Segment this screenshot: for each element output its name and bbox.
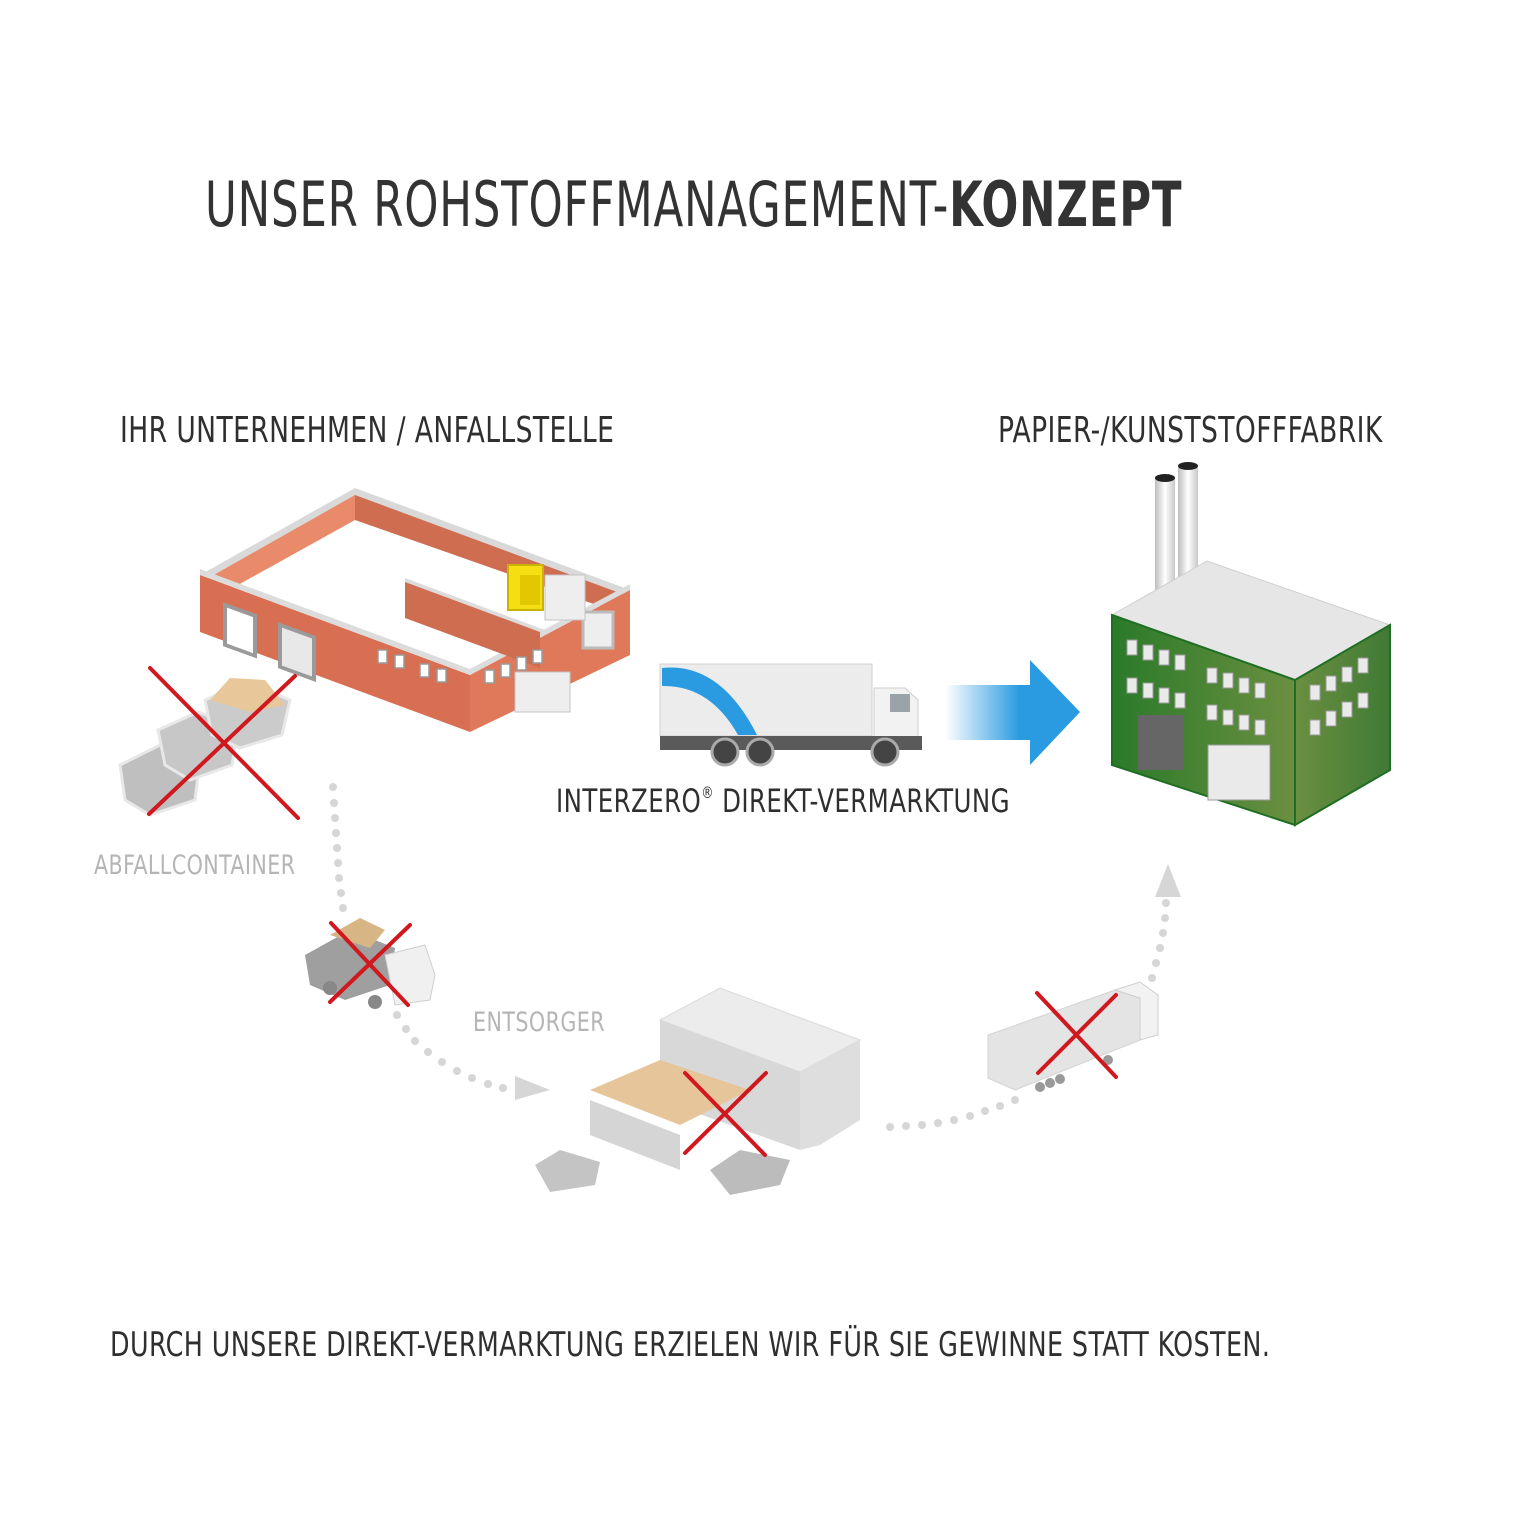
title-light: UNSER ROHSTOFFMANAGEMENT- — [205, 168, 950, 241]
brand-name: INTERZERO — [556, 782, 702, 820]
page-title: UNSER ROHSTOFFMANAGEMENT-KONZEPT — [205, 168, 1182, 241]
company-label: IHR UNTERNEHMEN / ANFALLSTELLE — [120, 410, 615, 451]
cross-icon — [147, 666, 300, 820]
dotted-path-right — [886, 899, 1170, 1131]
arrow-up-icon — [1155, 864, 1181, 897]
cross-icon — [683, 1071, 768, 1157]
registered-mark: ® — [701, 783, 714, 802]
direct-marketing-text: DIREKT-VERMARKTUNG — [713, 782, 1010, 820]
skip-containers-icon — [118, 678, 292, 817]
factory-label: PAPIER-/KUNSTSTOFFFABRIK — [998, 410, 1383, 451]
disposer-label: ENTSORGER — [473, 1007, 606, 1038]
cross-icon — [328, 921, 412, 1007]
cross-icon — [1035, 991, 1118, 1079]
footer-statement: DURCH UNSERE DIREKT-VERMARKTUNG ERZIELEN… — [110, 1325, 1271, 1365]
semi-truck-icon — [987, 981, 1159, 1092]
waste-container-label: ABFALLCONTAINER — [94, 850, 296, 881]
dotted-path-left — [329, 783, 507, 1092]
warehouse-icon — [200, 488, 630, 732]
arrow-right-icon — [515, 1076, 550, 1100]
sorting-plant-icon — [535, 987, 862, 1195]
factory-icon — [1110, 462, 1392, 827]
direct-marketing-label: INTERZERO® DIREKT-VERMARKTUNG — [556, 782, 1010, 820]
skip-loader-truck-icon — [305, 918, 436, 1009]
box-truck-icon — [659, 663, 922, 767]
title-bold: KONZEPT — [949, 168, 1183, 241]
arrow-right-icon — [945, 660, 1080, 765]
